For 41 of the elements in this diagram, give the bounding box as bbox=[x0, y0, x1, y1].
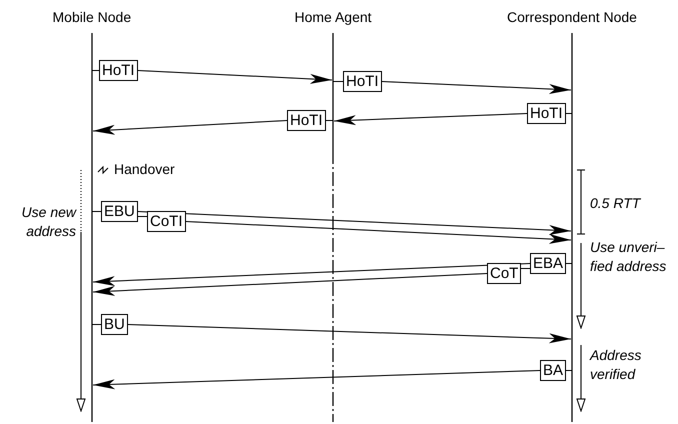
message-box: HoTI bbox=[287, 110, 326, 131]
message-arrow bbox=[128, 324, 572, 344]
message-arrow bbox=[92, 273, 488, 296]
message-box: HoTI bbox=[99, 60, 138, 81]
connector-line bbox=[326, 120, 334, 121]
message-box: EBU bbox=[101, 201, 138, 222]
connector-line bbox=[138, 216, 148, 217]
message-arrow bbox=[138, 211, 572, 235]
message-arrow bbox=[334, 113, 528, 126]
message-arrow bbox=[92, 120, 288, 135]
message-box: HoTI bbox=[343, 71, 382, 92]
message-arrow bbox=[92, 370, 540, 390]
connector-line bbox=[566, 113, 572, 114]
connector-line bbox=[520, 268, 530, 269]
lifeline-title: Home Agent bbox=[294, 8, 372, 27]
event-label: Handover bbox=[114, 160, 175, 179]
message-arrow bbox=[382, 81, 572, 94]
dimension-label: 0.5 RTT bbox=[590, 194, 640, 213]
message-box: BA bbox=[540, 360, 566, 381]
connector-line bbox=[332, 81, 344, 82]
lifeline-title: Correspondent Node bbox=[507, 8, 637, 27]
message-arrow bbox=[92, 263, 530, 286]
connector-line bbox=[92, 324, 102, 325]
lifeline bbox=[571, 33, 573, 422]
lifeline-title: Mobile Node bbox=[52, 8, 132, 27]
message-box: EBA bbox=[530, 253, 566, 274]
interval-label: Use unveri– fied address bbox=[590, 238, 668, 276]
message-box: CoTI bbox=[147, 211, 186, 232]
message-arrow bbox=[138, 70, 332, 84]
connector-line bbox=[566, 370, 572, 371]
message-arrow bbox=[186, 221, 572, 244]
lifeline bbox=[332, 33, 334, 422]
message-box: CoT bbox=[487, 263, 522, 284]
message-box: BU bbox=[101, 314, 128, 335]
connector-line bbox=[92, 70, 100, 71]
message-box: HoTI bbox=[527, 103, 566, 124]
interval-label: Address verified bbox=[590, 346, 642, 384]
connector-line bbox=[566, 263, 572, 264]
lifeline bbox=[91, 33, 93, 422]
connector-line bbox=[92, 211, 102, 212]
interval-label: Use new address bbox=[20, 203, 76, 241]
